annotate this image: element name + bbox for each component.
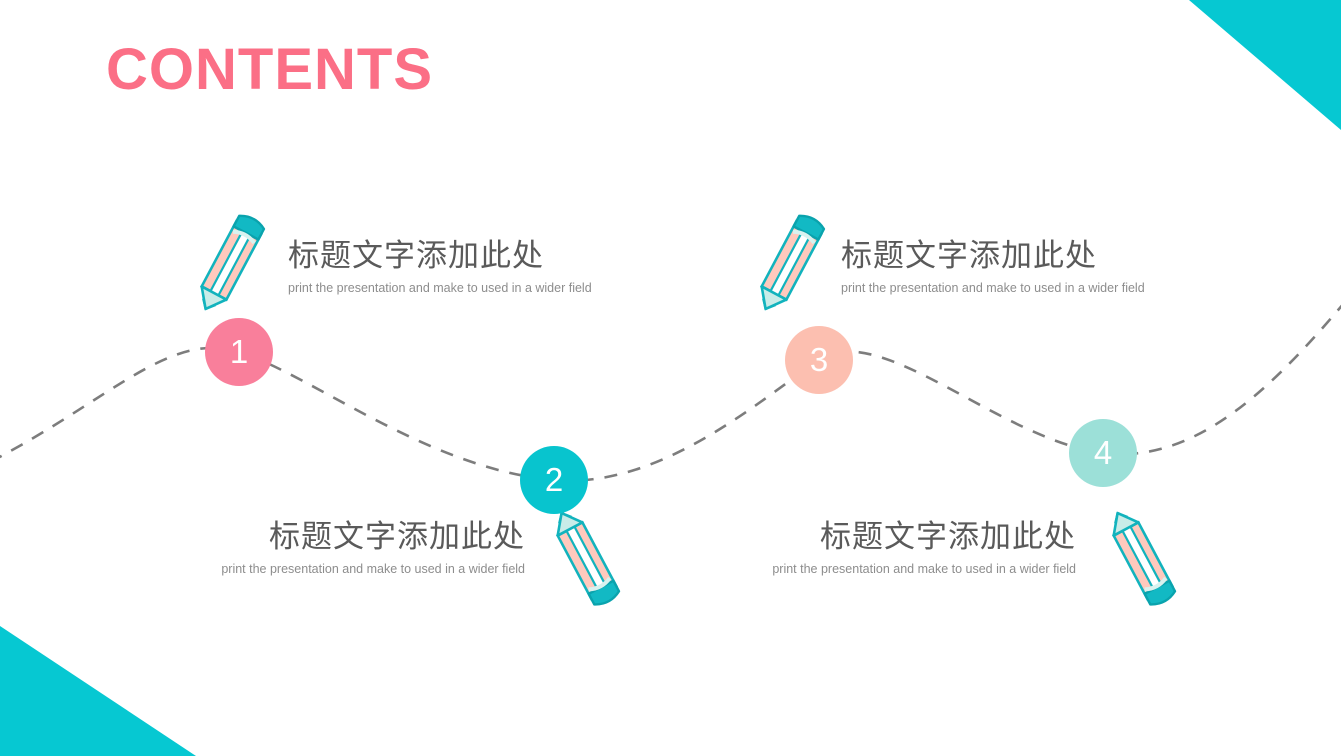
- step-number-3[interactable]: 3: [785, 326, 853, 394]
- content-item-3[interactable]: 标题文字添加此处 print the presentation and make…: [841, 238, 1201, 295]
- item-heading: 标题文字添加此处: [820, 519, 1076, 554]
- content-item-1[interactable]: 标题文字添加此处 print the presentation and make…: [288, 238, 648, 295]
- content-item-4[interactable]: 标题文字添加此处 print the presentation and make…: [716, 519, 1076, 576]
- item-heading: 标题文字添加此处: [288, 238, 544, 273]
- step-number-1[interactable]: 1: [205, 318, 273, 386]
- step-number-4[interactable]: 4: [1069, 419, 1137, 487]
- item-heading: 标题文字添加此处: [841, 238, 1097, 273]
- item-subtitle: print the presentation and make to used …: [772, 561, 1076, 576]
- step-number-2[interactable]: 2: [520, 446, 588, 514]
- item-subtitle: print the presentation and make to used …: [288, 280, 592, 295]
- item-subtitle: print the presentation and make to used …: [221, 561, 525, 576]
- pencil-icon: [199, 214, 266, 311]
- bottom-left-triangle-decoration: [0, 626, 196, 756]
- pencil-icon: [555, 511, 621, 606]
- item-heading: 标题文字添加此处: [269, 519, 525, 554]
- content-item-2[interactable]: 标题文字添加此处 print the presentation and make…: [165, 519, 525, 576]
- page-title: CONTENTS: [106, 37, 433, 102]
- pencil-icon: [759, 214, 826, 311]
- item-subtitle: print the presentation and make to used …: [841, 280, 1145, 295]
- top-right-triangle-decoration: [1189, 0, 1341, 130]
- pencil-icon: [1111, 511, 1177, 606]
